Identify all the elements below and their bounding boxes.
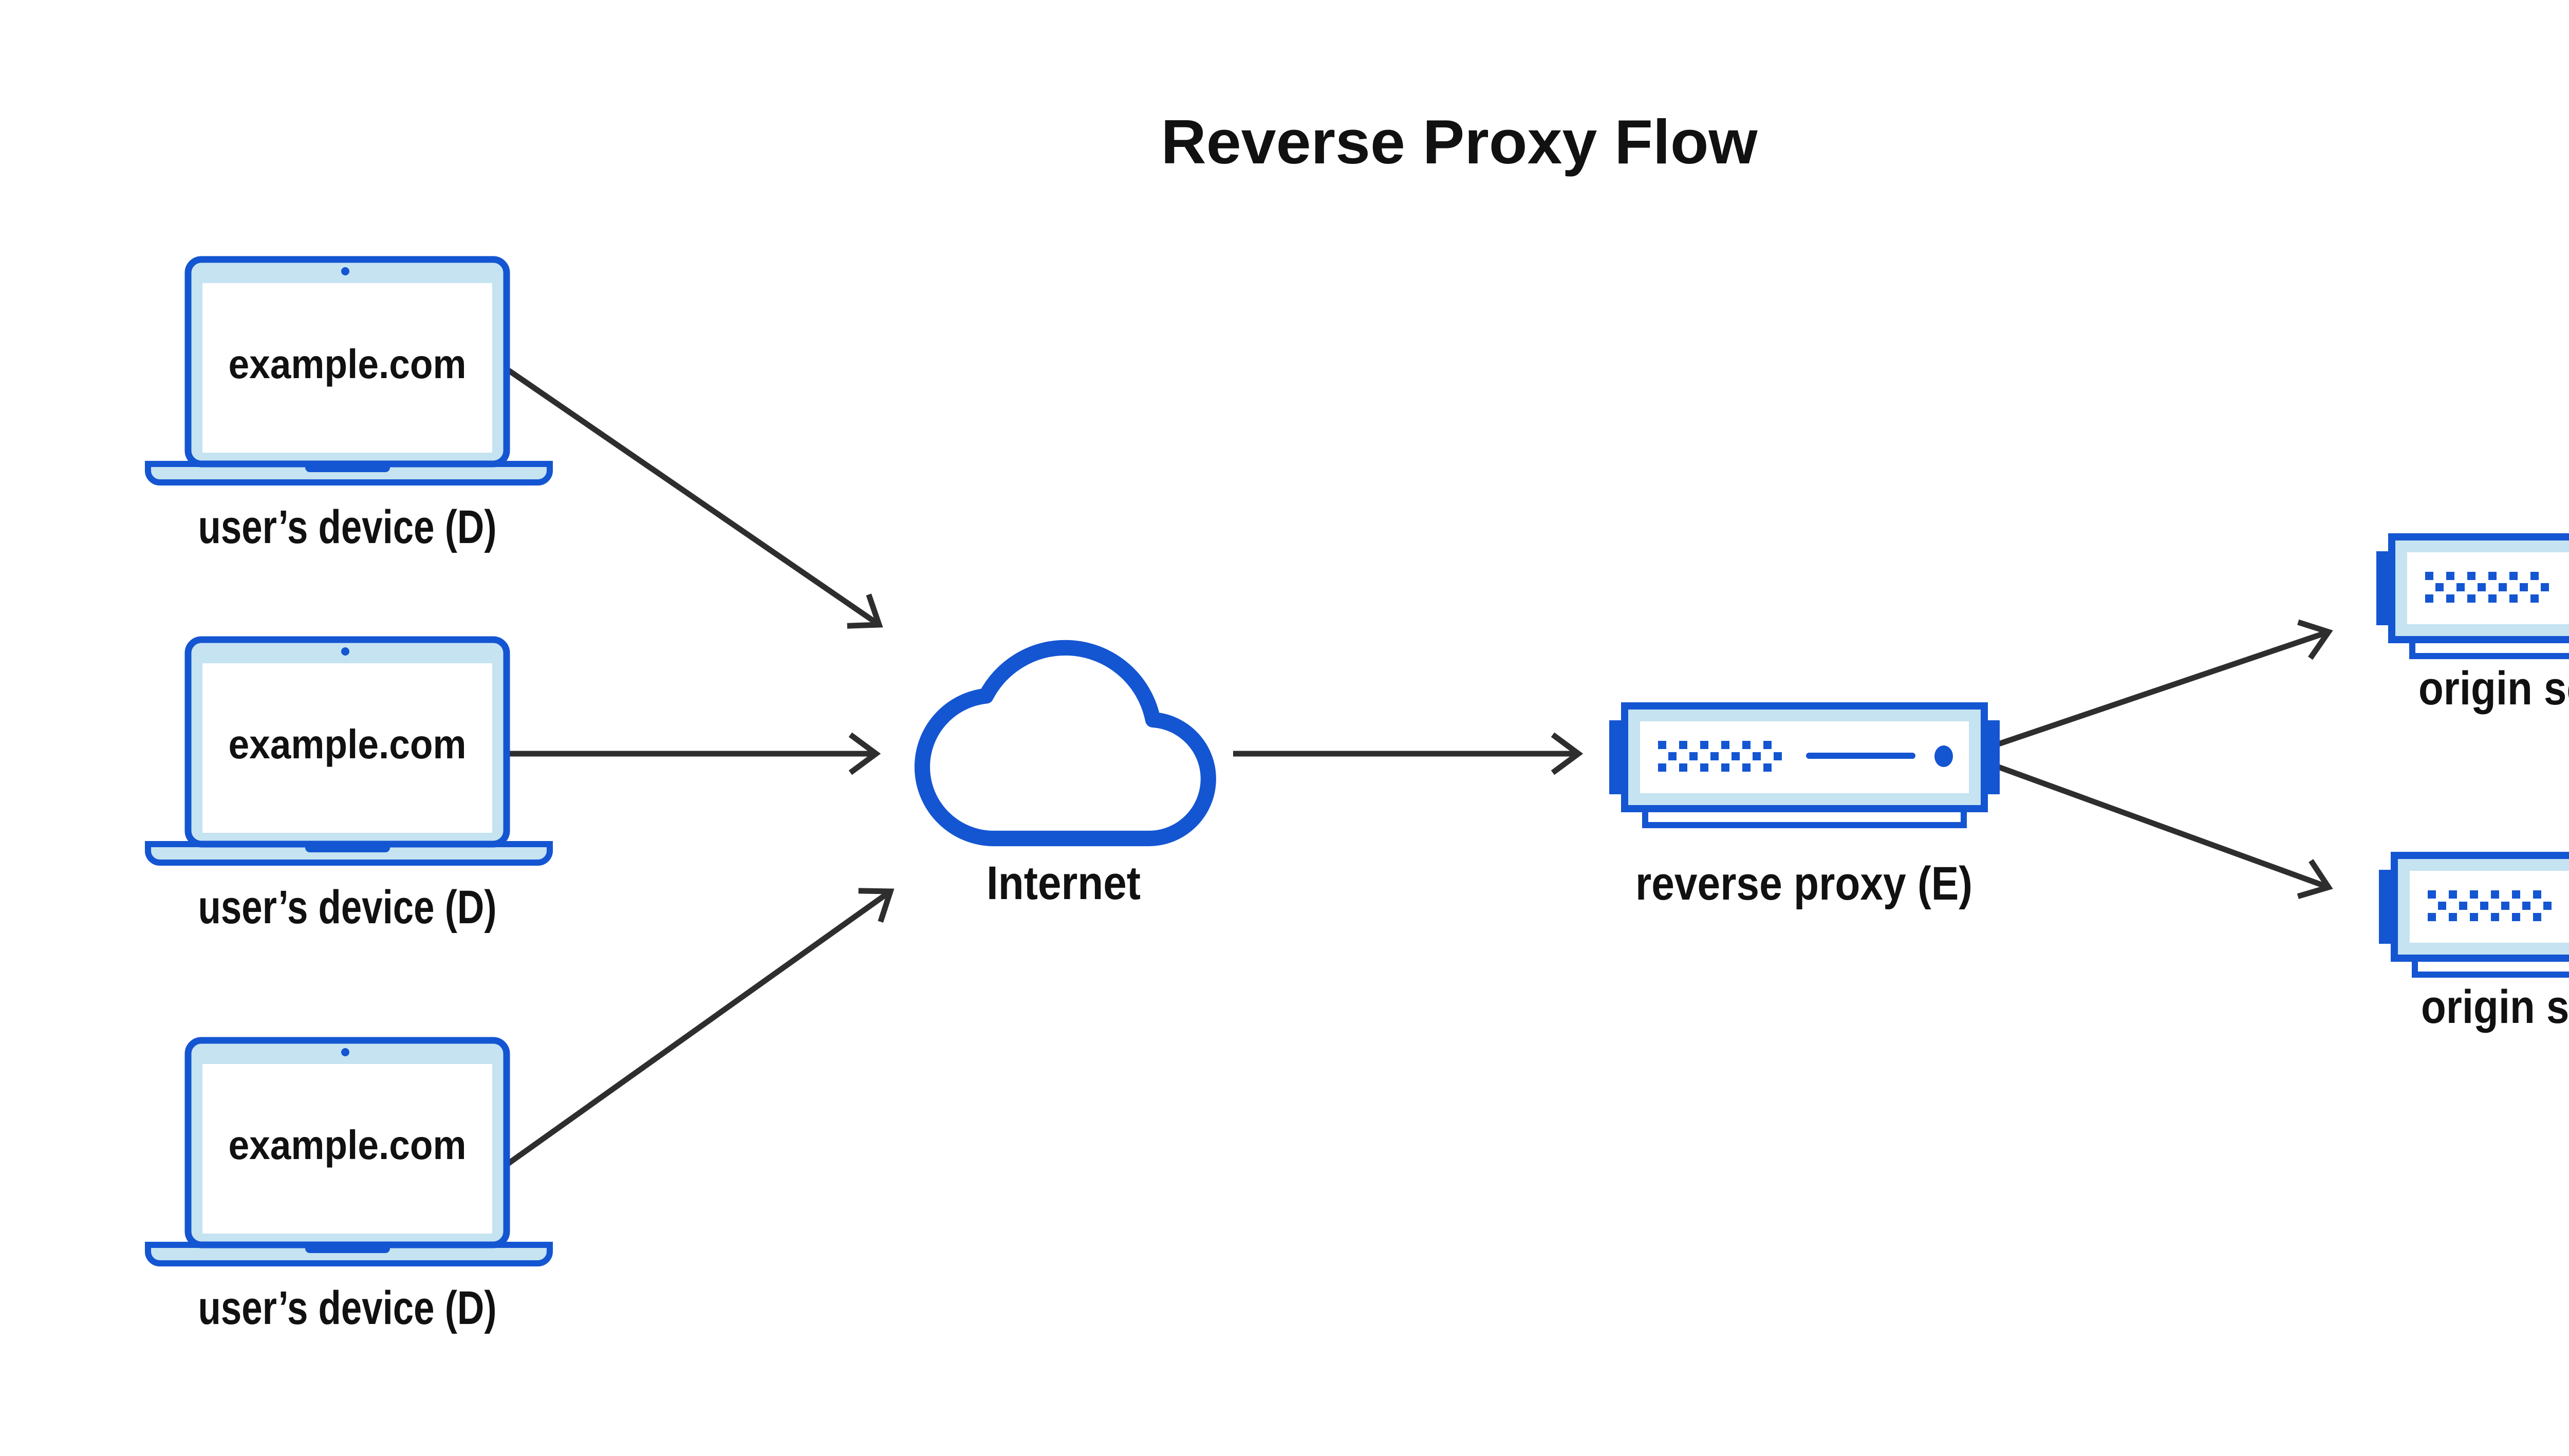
- origin-server-1: origin server (F): [2376, 537, 2569, 715]
- origin-server-label: origin server (F): [2418, 662, 2569, 715]
- internet: Internet: [914, 640, 1216, 909]
- internet-label: Internet: [986, 857, 1141, 909]
- device-screen-text: example.com: [229, 341, 467, 387]
- user-device-3: example.com user’s device (D): [148, 1040, 550, 1334]
- arrow-reverse-proxy-to-origin-server-1: [1998, 619, 2333, 747]
- user-device-1: example.com user’s device (D): [148, 259, 550, 553]
- arrow-device3-to-internet: [505, 888, 895, 1167]
- user-device-2: example.com user’s device (D): [148, 640, 550, 934]
- origin-server-label: origin server (F): [2421, 981, 2569, 1033]
- origin-server-2: origin server (F): [2379, 855, 2569, 1033]
- device-label: user’s device (D): [198, 1282, 497, 1334]
- device-label: user’s device (D): [198, 501, 497, 553]
- server-icon: [2376, 537, 2569, 656]
- edges: [505, 368, 2333, 1167]
- reverse-proxy-label: reverse proxy (E): [1635, 857, 1972, 910]
- diagram-title: Reverse Proxy Flow: [1161, 107, 1758, 177]
- arrow-device1-to-internet: [507, 368, 883, 629]
- server-icon: [1609, 706, 2000, 825]
- reverse-proxy: reverse proxy (E): [1609, 706, 2000, 910]
- arrow-reverse-proxy-to-origin-server-2: [1998, 764, 2333, 899]
- device-label: user’s device (D): [198, 881, 497, 934]
- device-screen-text: example.com: [229, 721, 467, 767]
- device-screen-text: example.com: [229, 1122, 467, 1168]
- server-icon: [2379, 855, 2569, 975]
- cloud-icon: [914, 640, 1216, 847]
